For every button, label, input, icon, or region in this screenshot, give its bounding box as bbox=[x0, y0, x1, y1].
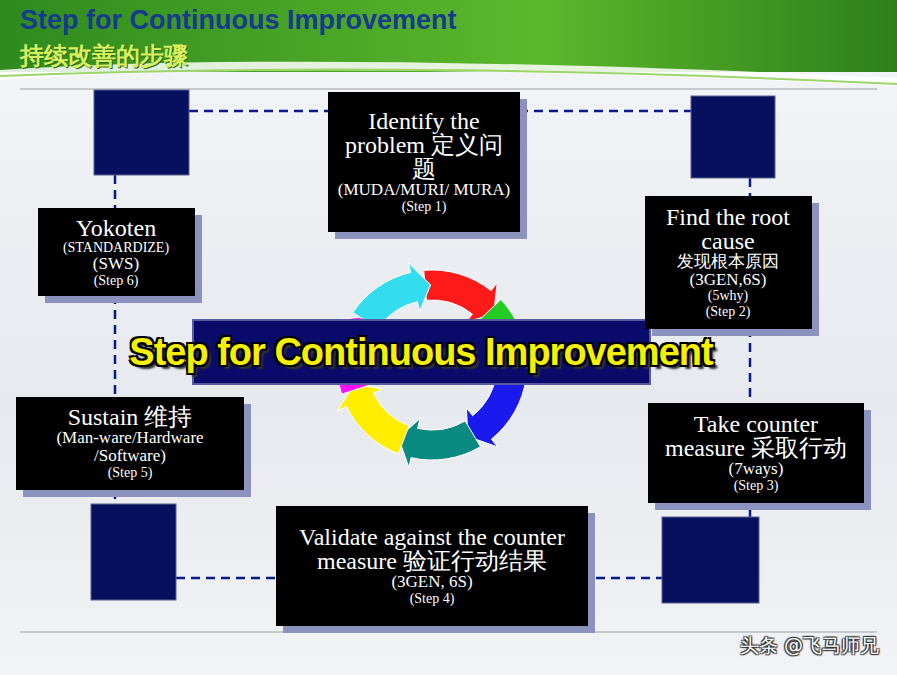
step-text: (Step 1) bbox=[336, 199, 512, 214]
page-title: Step for Continuous Improvement bbox=[20, 6, 457, 34]
cycle-arrow bbox=[338, 384, 409, 454]
step-text: (MUDA/MURI/ MURA) bbox=[336, 181, 512, 199]
step-text: Identify the problem 定义问题 bbox=[336, 109, 512, 181]
step-text: Step for Continuous Improvement bbox=[129, 331, 712, 374]
step-text: (STANDARDIZE) bbox=[46, 240, 187, 255]
page-subtitle: 持续改善的步骤 bbox=[20, 40, 188, 72]
cycle-arrow bbox=[399, 419, 481, 468]
step-box: Take counter measure 采取行动(7ways)(Step 3) bbox=[648, 403, 864, 503]
step-text: Validate against the counter measure 验证行… bbox=[284, 525, 580, 573]
rule-line bbox=[20, 631, 877, 633]
step-text: Sustain 维持 bbox=[24, 405, 236, 429]
step-text: Take counter measure 采取行动 bbox=[656, 412, 856, 460]
step-text: (Step 6) bbox=[46, 273, 187, 288]
center-banner: Step for Continuous Improvement bbox=[101, 317, 741, 387]
step-box: Find the root cause发现根本原因(3GEN,6S)(5why)… bbox=[645, 196, 812, 329]
step-text: (Step 4) bbox=[284, 591, 580, 606]
step-text: 发现根本原因 bbox=[653, 253, 804, 271]
step-text: (Step 3) bbox=[656, 478, 856, 493]
step-text: (Man-ware/Hardware /Software) bbox=[24, 429, 236, 465]
step-text: (7ways) bbox=[656, 460, 856, 478]
step-text: (SWS) bbox=[46, 255, 187, 273]
header-band bbox=[0, 0, 897, 72]
step-box: Sustain 维持(Man-ware/Hardware /Software)(… bbox=[16, 397, 244, 490]
step-text: Yokoten bbox=[46, 216, 187, 240]
step-text: (Step 2) bbox=[653, 304, 804, 319]
step-text: (3GEN, 6S) bbox=[284, 573, 580, 591]
step-text: (5why) bbox=[653, 288, 804, 303]
step-text: (Step 5) bbox=[24, 465, 236, 480]
step-box: Yokoten(STANDARDIZE)(SWS)(Step 6) bbox=[38, 208, 195, 296]
step-box: Validate against the counter measure 验证行… bbox=[276, 506, 588, 626]
step-box: Identify the problem 定义问题(MUDA/MURI/ MUR… bbox=[328, 92, 520, 232]
step-text: Find the root cause bbox=[653, 205, 804, 253]
header-swoosh-line bbox=[0, 70, 897, 84]
corner-square bbox=[91, 90, 775, 603]
watermark: 头条 @飞马师兄 bbox=[740, 633, 879, 659]
step-text: (3GEN,6S) bbox=[653, 271, 804, 289]
